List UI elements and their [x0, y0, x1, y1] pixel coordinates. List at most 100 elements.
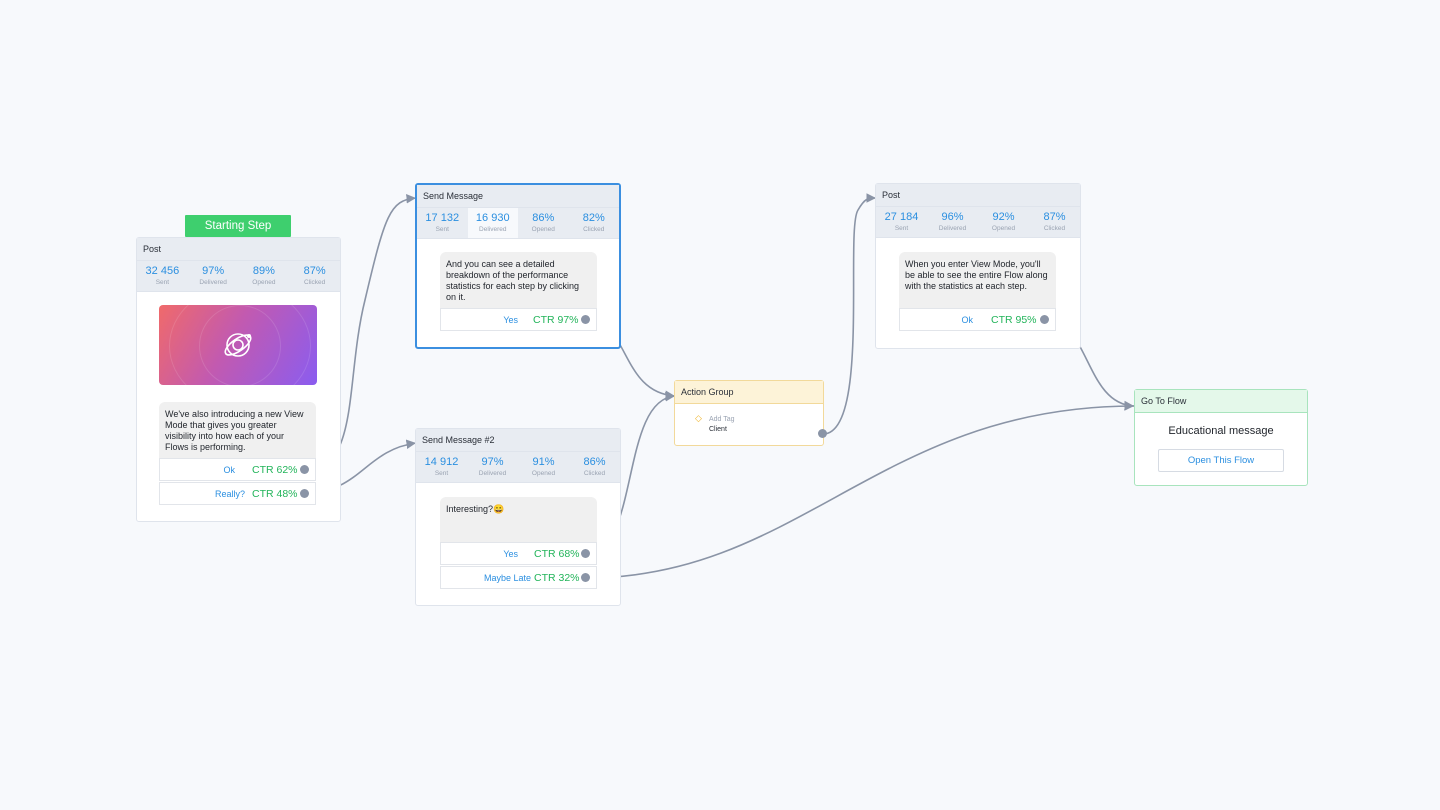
- button-yes[interactable]: Yes CTR 68%: [440, 542, 597, 565]
- output-port[interactable]: [818, 429, 827, 438]
- button-ctr: CTR 48%: [252, 487, 298, 500]
- stat-opened: 91% Opened: [518, 452, 569, 482]
- output-port[interactable]: [581, 573, 590, 582]
- button-ctr: CTR 62%: [252, 463, 298, 476]
- button-ctr: CTR 32%: [534, 571, 580, 584]
- stat-label: Sent: [434, 470, 449, 477]
- output-port[interactable]: [581, 315, 590, 324]
- stat-clicked: 82% Clicked: [569, 208, 620, 238]
- message-bubble: Interesting?😀: [440, 497, 597, 543]
- action-label: Add Tag: [709, 416, 735, 423]
- action-group-node[interactable]: Action Group ◇ Add Tag Client: [674, 380, 824, 446]
- stat-delivered: 96% Delivered: [927, 207, 978, 237]
- orbit-icon: [224, 333, 252, 357]
- stat-label: Delivered: [938, 225, 967, 232]
- stat-value: 97%: [481, 456, 504, 468]
- starting-step-badge: Starting Step: [185, 215, 291, 242]
- stat-delivered: 97% Delivered: [467, 452, 518, 482]
- message-bubble: We've also introducing a new View Mode t…: [159, 402, 316, 459]
- node-title: Send Message #2: [416, 429, 620, 452]
- output-port[interactable]: [300, 465, 309, 474]
- button-yes[interactable]: Yes CTR 97%: [440, 308, 597, 331]
- stat-value: 91%: [532, 456, 555, 468]
- button-ctr: CTR 97%: [533, 313, 579, 326]
- stat-value: 27 184: [884, 211, 919, 223]
- node-title: Go To Flow: [1135, 390, 1307, 413]
- button-label: Yes: [503, 548, 518, 559]
- stat-clicked: 86% Clicked: [569, 452, 620, 482]
- stat-value: 87%: [1043, 211, 1066, 223]
- stat-label: Clicked: [583, 226, 605, 233]
- button-ctr: CTR 95%: [991, 313, 1037, 326]
- stat-value: 89%: [252, 265, 275, 277]
- stat-label: Sent: [894, 225, 909, 232]
- message-bubble: And you can see a detailed breakdown of …: [440, 252, 597, 309]
- stat-value: 32 456: [145, 265, 180, 277]
- stat-clicked: 87% Clicked: [1029, 207, 1080, 237]
- stat-opened: 92% Opened: [978, 207, 1029, 237]
- node-title: Post: [137, 238, 340, 261]
- stat-clicked: 87% Clicked: [289, 261, 340, 291]
- stat-label: Clicked: [583, 470, 606, 477]
- node-title: Action Group: [675, 381, 823, 404]
- stat-value: 14 912: [424, 456, 459, 468]
- stat-label: Delivered: [478, 470, 507, 477]
- open-this-flow-button[interactable]: Open This Flow: [1158, 449, 1284, 472]
- stat-value: 92%: [992, 211, 1015, 223]
- stat-value: 86%: [583, 456, 606, 468]
- stat-opened: 86% Opened: [518, 208, 569, 238]
- stat-delivered: 97% Delivered: [188, 261, 239, 291]
- stat-label: Opened: [991, 225, 1016, 232]
- stat-label: Delivered: [479, 226, 507, 233]
- message-bubble: When you enter View Mode, you'll be able…: [899, 252, 1056, 309]
- stat-value: 16 930: [475, 212, 510, 224]
- stat-label: Opened: [252, 279, 276, 286]
- button-ok[interactable]: Ok CTR 95%: [899, 308, 1056, 331]
- stat-opened: 89% Opened: [239, 261, 290, 291]
- stat-label: Sent: [155, 279, 170, 286]
- stat-value: 82%: [582, 212, 605, 224]
- connector-action-to-post: [822, 193, 877, 435]
- button-label: Really?: [214, 488, 245, 499]
- output-port[interactable]: [300, 489, 309, 498]
- button-label: Ok: [223, 464, 235, 475]
- stat-label: Sent: [435, 226, 449, 233]
- stat-value: 97%: [202, 265, 225, 277]
- action-value: Client: [709, 426, 727, 433]
- button-really[interactable]: Really? CTR 48%: [159, 482, 316, 505]
- stat-label: Opened: [531, 226, 555, 233]
- stat-label: Clicked: [1043, 225, 1066, 232]
- post-image: [159, 305, 317, 385]
- node-title: Send Message: [417, 185, 619, 208]
- flow-name: Educational message: [1168, 425, 1274, 437]
- button-maybe-later[interactable]: Maybe Late CTR 32%: [440, 566, 597, 589]
- stat-label: Opened: [531, 470, 556, 477]
- stat-label: Delivered: [199, 279, 227, 286]
- stat-value: 87%: [303, 265, 326, 277]
- tag-icon: ◇: [695, 413, 702, 423]
- go-to-flow-node[interactable]: Go To Flow Educational message Open This…: [1134, 389, 1308, 486]
- connector-maybe-later-to-go-to-flow: [585, 401, 1135, 579]
- button-label: Maybe Late: [484, 572, 532, 583]
- button-label: Yes: [503, 314, 518, 325]
- stat-label: Clicked: [303, 279, 326, 286]
- node-title: Post: [876, 184, 1080, 207]
- stat-value: 96%: [941, 211, 964, 223]
- stat-value: 86%: [532, 212, 555, 224]
- button-ctr: CTR 68%: [534, 547, 580, 560]
- output-port[interactable]: [581, 549, 590, 558]
- button-ok[interactable]: Ok CTR 62%: [159, 458, 316, 481]
- button-label: Ok: [961, 314, 973, 325]
- output-port[interactable]: [1040, 315, 1049, 324]
- stat-value: 17 132: [425, 212, 460, 224]
